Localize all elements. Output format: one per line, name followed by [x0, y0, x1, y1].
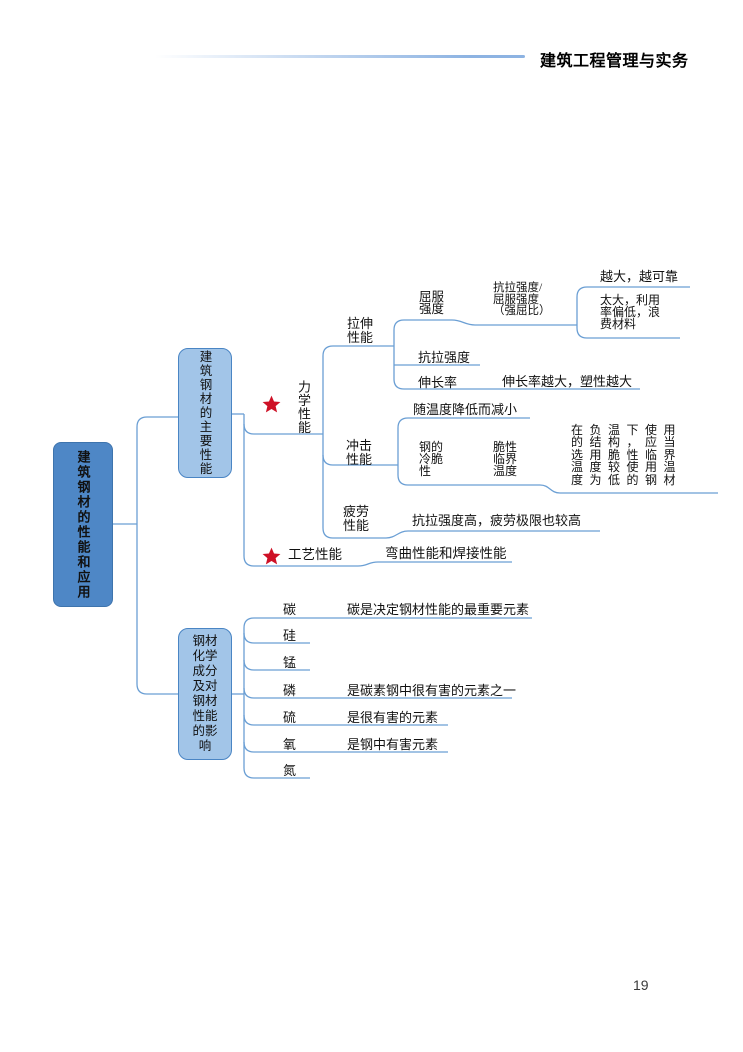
branch1-trunk-line: [243, 414, 512, 567]
element-manganese-label: 锰: [283, 655, 297, 670]
ratio-toohigh-note: 太大，利用 率偏低，浪 费材料: [600, 293, 661, 331]
yield-ratio-label: 抗拉强度/ 屈服强度 （强屈比）: [493, 282, 551, 318]
page-number: 19: [633, 977, 649, 993]
branch1-node-label: 建筑钢材的主要性能: [197, 350, 212, 476]
element-oxygen-line: [243, 741, 448, 753]
branch2-node: 钢材 化学 成分 及对 钢材 性能 的影 响: [178, 628, 232, 760]
impact-temp-note: 随温度降低而减小: [413, 402, 518, 417]
ratio-high-note: 越大，越可靠: [600, 269, 679, 284]
tensile-trunk-line: [393, 319, 405, 390]
branch2-trunk-line: [243, 617, 310, 779]
element-phosphorus-note: 是碳素钢中很有害的元素之一: [347, 683, 517, 698]
coldbrittle-line: [408, 484, 718, 494]
element-silicon-line: [243, 632, 310, 644]
root-trunk-line: [136, 416, 178, 695]
critical-temp-label: 脆性 临界 温度: [493, 440, 518, 478]
branch1-node: 建筑钢材的主要性能: [178, 348, 232, 478]
fatigue-note: 抗拉强度高，疲劳极限也较高: [412, 513, 582, 528]
impact-label: 冲击 性能: [346, 438, 373, 467]
header-rule: [155, 55, 525, 58]
elongation-label: 伸长率: [418, 375, 458, 390]
mechanical-trunk-line: [322, 345, 600, 539]
technological-label: 工艺性能: [288, 547, 342, 562]
element-sulfur-note: 是很有害的元素: [347, 710, 439, 725]
element-sulfur-label: 硫: [283, 710, 297, 725]
cold-brittle-note: 在负温下使用 的结构，应当 选用脆性临界 温度较使用温 度为低的钢材: [571, 423, 683, 487]
element-carbon-note: 碳是决定钢材性能的最重要元素: [347, 602, 530, 617]
element-sulfur-line: [243, 714, 448, 726]
ratio-trunk-line: [576, 286, 588, 339]
connector-lines: [113, 286, 718, 779]
element-silicon-label: 硅: [283, 628, 297, 643]
tensile-label: 拉伸 性能: [347, 316, 374, 345]
root-node-label: 建筑钢材的性能和应用: [75, 449, 91, 600]
impact-line: [322, 454, 398, 466]
mechanical-label: 力学性能: [296, 380, 311, 434]
element-nitrogen-label: 氮: [283, 763, 297, 778]
element-oxygen-label: 氧: [283, 737, 297, 752]
elongation-note: 伸长率越大，塑性越大: [502, 374, 633, 389]
yield-line: [404, 319, 577, 326]
element-phosphorus-line: [243, 687, 512, 699]
element-oxygen-note: 是钢中有害元素: [347, 737, 439, 752]
star-icon: [261, 394, 282, 415]
cold-brittle-label: 钢的 冷脆 性: [419, 440, 444, 478]
root-node: 建筑钢材的性能和应用: [53, 442, 113, 607]
doc-title: 建筑工程管理与实务: [540, 53, 689, 70]
star-icon: [261, 546, 282, 567]
element-phosphorus-label: 磷: [283, 683, 297, 698]
fatigue-label: 疲劳 性能: [343, 504, 370, 533]
technological-note: 弯曲性能和焊接性能: [385, 546, 507, 561]
impact-trunk-line: [397, 417, 409, 486]
ultimate-strength-label: 抗拉强度: [418, 350, 471, 365]
branch2-node-label: 钢材 化学 成分 及对 钢材 性能 的影 响: [192, 634, 218, 753]
element-carbon-label: 碳: [283, 602, 297, 617]
mechanical-line: [243, 423, 323, 435]
yield-label: 屈服 强度: [419, 290, 445, 316]
element-manganese-line: [243, 659, 310, 671]
